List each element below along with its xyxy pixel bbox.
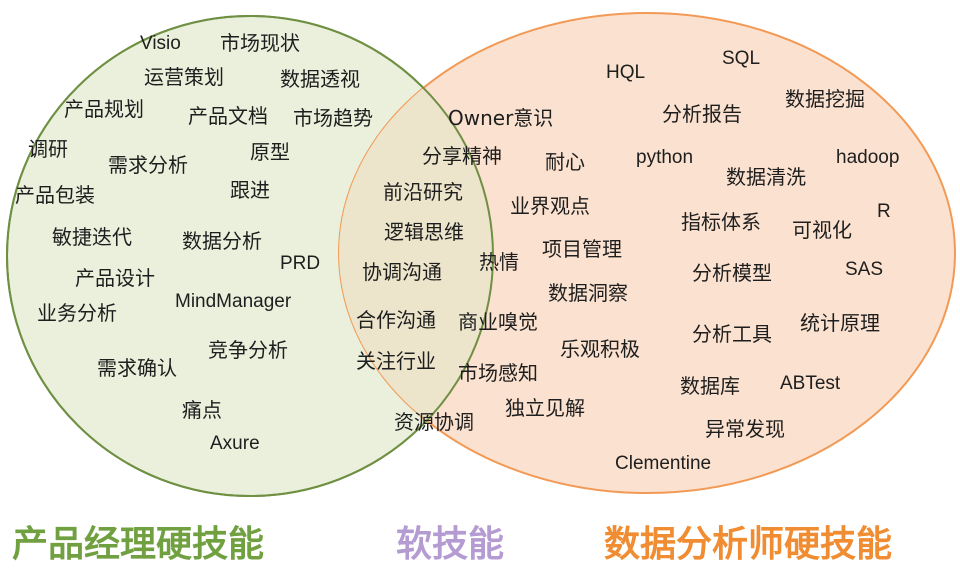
pm-skill-data-analysis: 数据分析 bbox=[182, 229, 262, 253]
pm-skill-product-planning: 产品规划 bbox=[64, 97, 144, 121]
da-skill-sql: SQL bbox=[722, 48, 761, 69]
pm-skill-pain-point: 痛点 bbox=[182, 398, 222, 422]
pm-skill-mindmanager: MindManager bbox=[175, 291, 292, 312]
da-skill-database: 数据库 bbox=[680, 374, 740, 398]
soft-skill-frontier-research: 前沿研究 bbox=[383, 180, 463, 204]
venn-svg bbox=[6, 12, 956, 497]
pm-skill-packaging: 产品包装 bbox=[15, 183, 95, 207]
soft-skill-industry-focus: 关注行业 bbox=[356, 349, 436, 373]
da-skill-model: 分析模型 bbox=[692, 261, 772, 285]
da-skill-anomaly: 异常发现 bbox=[705, 417, 785, 441]
data-analyst-title: 数据分析师硬技能 bbox=[604, 524, 893, 565]
pm-skill-requirement-analysis: 需求分析 bbox=[108, 153, 188, 177]
pm-skill-product-design: 产品设计 bbox=[75, 266, 155, 290]
pm-skill-business-analysis: 业务分析 bbox=[37, 301, 117, 325]
da-skill-cleaning: 数据清洗 bbox=[726, 165, 806, 189]
da-skill-mining: 数据挖掘 bbox=[785, 87, 865, 111]
soft-skill-resource-coordination: 资源协调 bbox=[394, 410, 474, 434]
soft-skill-market-sense: 市场感知 bbox=[458, 361, 538, 385]
da-skill-report: 分析报告 bbox=[662, 102, 742, 126]
pm-skill-prototype: 原型 bbox=[250, 140, 290, 164]
pm-skill-visio: Visio bbox=[140, 33, 181, 54]
da-skill-statistics: 统计原理 bbox=[800, 311, 880, 335]
pm-skill-axure: Axure bbox=[210, 433, 260, 454]
pm-skill-market-trend: 市场趋势 bbox=[293, 106, 373, 130]
soft-skill-project-management: 项目管理 bbox=[542, 237, 622, 261]
da-skill-metrics: 指标体系 bbox=[681, 210, 761, 234]
da-skill-abtest: ABTest bbox=[780, 373, 841, 394]
pm-skill-operation-planning: 运营策划 bbox=[144, 65, 224, 89]
soft-skill-industry-view: 业界观点 bbox=[510, 194, 590, 218]
pm-skill-pivot: 数据透视 bbox=[280, 67, 360, 91]
soft-skill-owner: Owner意识 bbox=[448, 106, 554, 130]
da-skill-python: python bbox=[636, 147, 694, 168]
pm-skill-competition-analysis: 竞争分析 bbox=[208, 338, 288, 362]
soft-skills-title: 软技能 bbox=[396, 524, 505, 565]
soft-skill-patience: 耐心 bbox=[545, 150, 585, 174]
da-skill-tools: 分析工具 bbox=[692, 322, 772, 346]
da-skill-clementine: Clementine bbox=[615, 453, 712, 474]
da-skill-hql: HQL bbox=[606, 62, 646, 83]
soft-skill-optimism: 乐观积极 bbox=[560, 337, 640, 361]
soft-skill-logic: 逻辑思维 bbox=[384, 220, 464, 244]
pm-skill-follow-up: 跟进 bbox=[230, 178, 270, 202]
soft-skill-passion: 热情 bbox=[479, 250, 519, 274]
pm-skill-market-status: 市场现状 bbox=[220, 31, 300, 55]
soft-skill-business-sense: 商业嗅觉 bbox=[458, 310, 538, 334]
soft-skill-cooperation: 合作沟通 bbox=[356, 308, 436, 332]
pm-skill-requirement-confirm: 需求确认 bbox=[97, 356, 177, 380]
pm-skill-agile: 敏捷迭代 bbox=[52, 225, 132, 249]
soft-skill-coordination: 协调沟通 bbox=[362, 260, 442, 284]
da-skill-r: R bbox=[877, 201, 891, 222]
pm-skill-product-doc: 产品文档 bbox=[188, 104, 268, 128]
soft-skill-sharing: 分享精神 bbox=[422, 144, 502, 168]
pm-skill-research: 调研 bbox=[28, 137, 68, 161]
pm-skill-prd: PRD bbox=[280, 253, 321, 274]
product-manager-title: 产品经理硬技能 bbox=[12, 524, 265, 565]
da-skill-hadoop: hadoop bbox=[836, 147, 900, 168]
da-skill-sas: SAS bbox=[845, 259, 884, 280]
soft-skill-data-insight: 数据洞察 bbox=[548, 281, 628, 305]
soft-skill-independent-view: 独立见解 bbox=[505, 396, 585, 420]
product-manager-outline bbox=[6, 15, 494, 497]
da-skill-visualization: 可视化 bbox=[792, 218, 852, 242]
